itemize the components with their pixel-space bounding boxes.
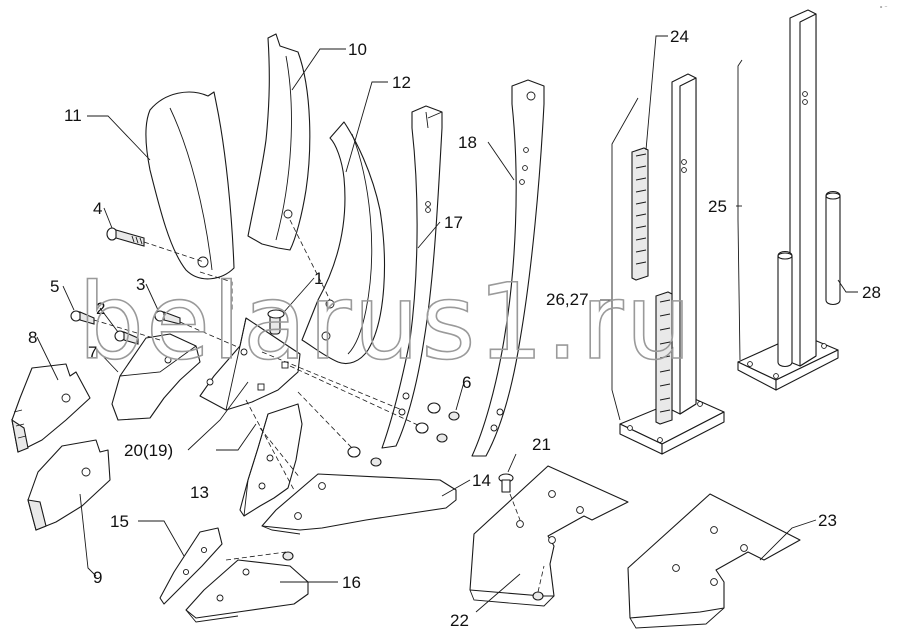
label-1: 1 [314,269,323,288]
label-13: 13 [190,483,209,502]
label-23: 23 [818,511,837,530]
part-13-plate [239,403,303,517]
part-5-bolt [70,310,95,325]
label-2: 2 [96,299,105,318]
part-14-share [261,473,457,535]
label-3: 3 [136,275,145,294]
label-28: 28 [862,283,881,302]
part-23-share [627,493,801,629]
part-4-bolt [106,227,145,247]
part-7-share [111,333,201,421]
assembly-lines [93,219,545,593]
corner-mark: ᵒ ⁻ [880,5,888,12]
part-9-point [27,439,111,531]
part-15-plate [159,527,223,605]
label-20-19: 20(19) [124,441,173,460]
label-12: 12 [392,73,411,92]
part-18-standard [471,79,545,457]
label-10: 10 [348,40,367,59]
label-25: 25 [708,197,727,216]
label-21: 21 [532,435,551,454]
stand-left [619,73,725,455]
part-20-19-frog [199,317,301,411]
stand-right [737,9,839,391]
label-11: 11 [64,106,82,125]
leader-lines [36,35,858,613]
part-22-share [469,465,629,607]
label-15: 15 [110,512,129,531]
label-16: 16 [342,573,361,592]
label-7: 7 [88,343,97,362]
label-9: 9 [93,568,102,587]
watermark: belarus1.ru [78,261,693,383]
label-26-27: 26,27 [546,290,589,309]
part-26-27-bar [655,291,673,425]
part-3-bolt [154,310,181,325]
label-22: 22 [450,611,469,630]
part-1-shin [267,309,285,335]
label-8: 8 [28,328,37,347]
label-24: 24 [670,27,689,46]
part-11-moldboard [145,91,235,280]
part-17-standard [381,105,443,449]
label-4: 4 [93,199,102,218]
part-28-pin [825,190,841,306]
label-5: 5 [50,277,59,296]
label-14: 14 [472,471,491,490]
part-labels: 11 10 12 1 4 5 2 3 8 7 6 13 17 18 14 15 … [28,27,881,630]
part-12-breast [301,121,386,365]
label-6: 6 [462,373,471,392]
part-21-bolt [282,473,544,601]
part-6-washers [347,402,460,467]
part-2-bolt [114,330,139,345]
part-8-point [11,363,91,453]
part-16-share [185,559,309,623]
label-17: 17 [444,213,463,232]
part-10-strip [247,33,311,251]
part-24-bar [631,147,649,281]
label-18: 18 [458,133,477,152]
